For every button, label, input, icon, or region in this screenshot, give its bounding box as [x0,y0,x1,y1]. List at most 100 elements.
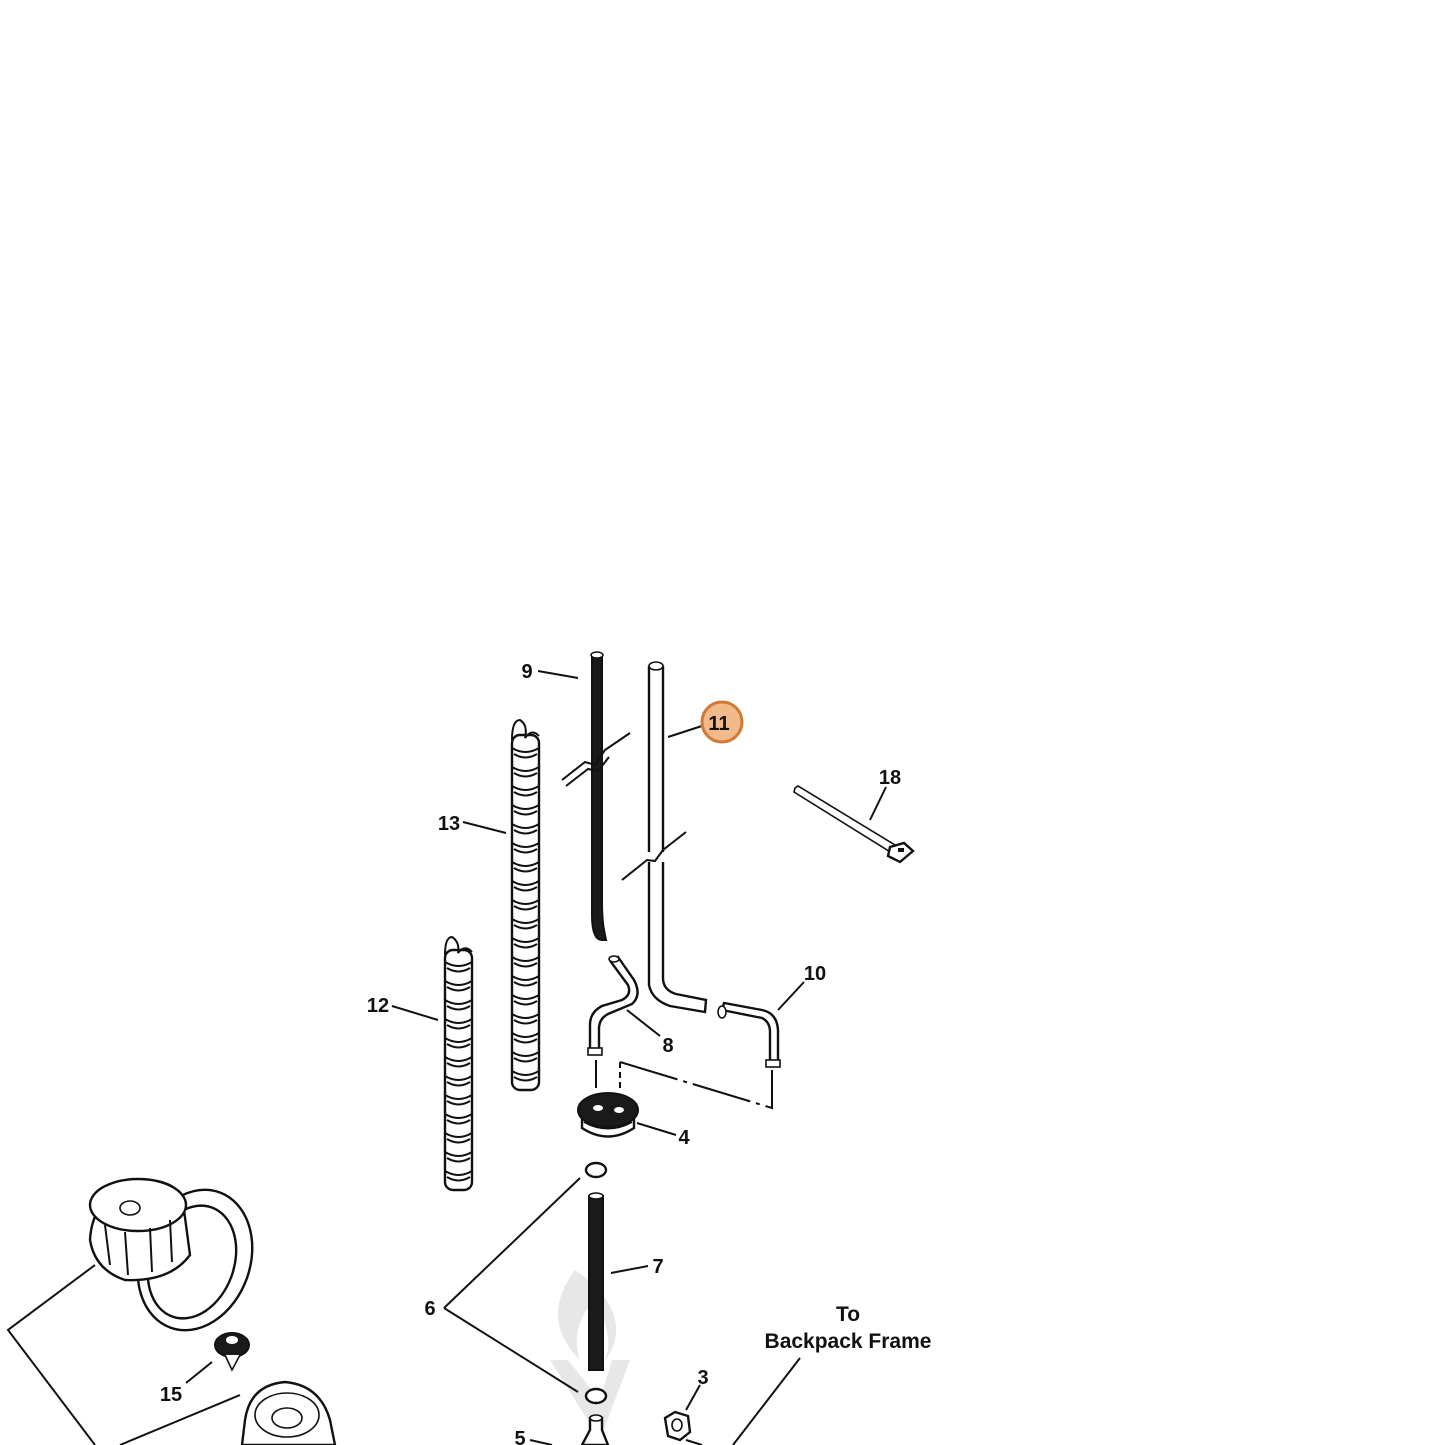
part-11-tube [621,661,708,1014]
part-18-cable-tie [793,785,915,864]
spiral-band-inner [513,1038,538,1044]
part-5-fitting [580,1414,610,1445]
assembly-guide-lines [595,1060,773,1110]
spiral-band [511,937,540,943]
spiral-band-inner [446,986,471,992]
spiral-band [511,975,540,981]
callout-11-highlighted[interactable]: 11 [700,700,744,744]
spiral-band [444,1113,473,1119]
spiral-band-inner [446,1138,471,1144]
svg-text:5: 5 [514,1428,525,1445]
spiral-band-inner [513,905,538,911]
callout-3[interactable]: 3 [697,1367,708,1389]
part-3-nut [663,1410,692,1442]
svg-text:3: 3 [697,1367,708,1389]
callout-4[interactable]: 4 [678,1127,690,1149]
callout-8[interactable]: 8 [662,1035,673,1057]
part-13-spiral-wrap [510,718,541,1092]
spiral-band [444,1151,473,1157]
spiral-band [511,823,540,829]
callout-7[interactable]: 7 [652,1256,663,1278]
svg-text:15: 15 [160,1384,182,1406]
spiral-band-inner [513,1019,538,1025]
svg-text:6: 6 [424,1298,435,1320]
spiral-band-inner [446,967,471,973]
spiral-band-inner [446,1062,471,1068]
spiral-band [511,861,540,867]
svg-text:10: 10 [804,963,826,985]
spiral-band [511,956,540,962]
spiral-band-inner [446,1176,471,1182]
part-15-plug [214,1332,250,1372]
spiral-band-inner [446,1119,471,1125]
spiral-band-inner [446,1157,471,1163]
part-12-spiral-wrap [443,935,474,1192]
part-6-o-ring-top [584,1161,608,1179]
spiral-band-inner [513,924,538,930]
spiral-band-inner [513,791,538,797]
spiral-band [511,785,540,791]
spiral-band [444,1132,473,1138]
spiral-band [511,880,540,886]
part-12-spiral-bands [444,961,473,1182]
svg-text:8: 8 [662,1035,673,1057]
callout-12[interactable]: 12 [367,995,389,1017]
spiral-band [511,766,540,772]
callout-15[interactable]: 15 [160,1384,182,1406]
callout-6[interactable]: 6 [424,1298,435,1320]
spiral-band-inner [513,886,538,892]
spiral-band-inner [513,981,538,987]
spiral-band [511,1070,540,1076]
spiral-band [444,1018,473,1024]
spiral-band [511,918,540,924]
spiral-band-inner [446,1043,471,1049]
spiral-band-inner [513,1057,538,1063]
spiral-band-inner [513,810,538,816]
spiral-band-inner [513,962,538,968]
spiral-band [511,899,540,905]
spiral-band [511,1032,540,1038]
spiral-band [444,1056,473,1062]
spiral-band-inner [513,848,538,854]
part-7-tube [588,1192,604,1371]
spiral-band-inner [513,867,538,873]
svg-text:11: 11 [708,713,729,735]
callout-5[interactable]: 5 [514,1428,525,1445]
part-10-hose [717,1001,781,1068]
callout-13[interactable]: 13 [438,813,460,835]
svg-text:12: 12 [367,995,389,1017]
spiral-band-inner [513,772,538,778]
spiral-band-inner [446,1024,471,1030]
part-13-spiral-bands [511,747,540,1082]
svg-text:Backpack Frame: Backpack Frame [765,1330,932,1353]
spiral-band [511,747,540,753]
spiral-band-inner [513,753,538,759]
spiral-band-inner [513,1076,538,1082]
svg-text:18: 18 [879,767,901,789]
spiral-band-inner [446,1081,471,1087]
svg-text:9: 9 [521,661,532,683]
part-8-hose [587,955,639,1056]
callout-10[interactable]: 10 [804,963,826,985]
spiral-band [444,1037,473,1043]
part-9-dark-hose [561,651,631,941]
spiral-band [511,1013,540,1019]
callout-18[interactable]: 18 [879,767,901,789]
svg-text:7: 7 [652,1256,663,1278]
tank-cap-assembly [88,1177,254,1332]
svg-text:To: To [836,1303,860,1326]
spiral-band [444,1094,473,1100]
spiral-band-inner [513,1000,538,1006]
spiral-band-inner [513,943,538,949]
spiral-band [444,961,473,967]
part-6-o-ring-bottom [584,1387,608,1405]
spiral-band [511,994,540,1000]
callout-9[interactable]: 9 [521,661,532,683]
spiral-band-inner [446,1005,471,1011]
spiral-band [511,804,540,810]
spiral-band [444,980,473,986]
spiral-band [444,1075,473,1081]
svg-text:4: 4 [678,1127,690,1149]
note-to-backpack-frame: To Backpack Frame [765,1303,932,1353]
spiral-band-inner [513,829,538,835]
